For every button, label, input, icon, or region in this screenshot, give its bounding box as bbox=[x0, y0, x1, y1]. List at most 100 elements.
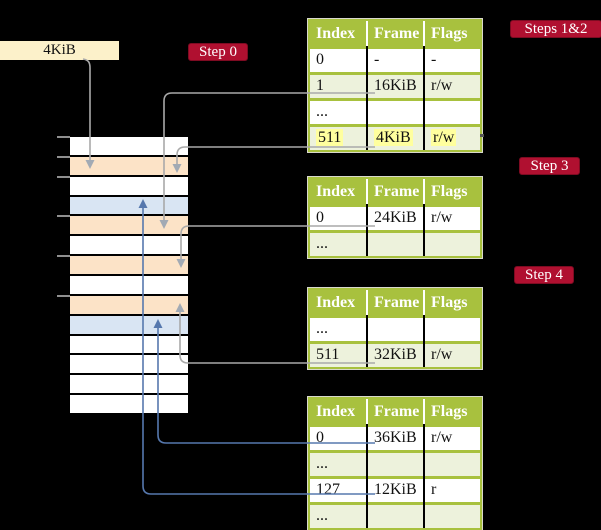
table-row: 0 24KiB r/w bbox=[310, 207, 480, 230]
table-divider bbox=[423, 46, 425, 150]
column-header-flags: Flags bbox=[431, 294, 468, 311]
table-cell: 36KiB bbox=[374, 429, 417, 446]
table-cell: ... bbox=[316, 507, 328, 524]
table-cell: ... bbox=[316, 235, 328, 252]
memory-row bbox=[70, 256, 188, 275]
page-table-step3: Index Frame Flags 0 24KiB r/w ... bbox=[307, 176, 483, 259]
step3-label: Step 3 bbox=[519, 157, 580, 175]
highlighted-value: 4KiB bbox=[374, 129, 413, 146]
frame-size-box: 4KiB bbox=[0, 41, 119, 60]
table-cell: 1 bbox=[316, 77, 324, 94]
table-divider bbox=[366, 204, 368, 256]
column-header-index: Index bbox=[310, 399, 368, 424]
memory-row bbox=[70, 355, 188, 374]
table-header-row: Index Frame Flags bbox=[310, 21, 480, 46]
column-header-index: Index bbox=[310, 21, 368, 46]
highlighted-value: r/w bbox=[431, 129, 457, 146]
column-header-flags: Flags bbox=[431, 25, 468, 42]
memory-row bbox=[70, 156, 188, 175]
table-divider bbox=[423, 315, 425, 367]
table-row: ... bbox=[310, 101, 480, 124]
column-header-flags: Flags bbox=[431, 403, 468, 420]
table-cell: ... bbox=[316, 103, 328, 120]
memory-row bbox=[70, 395, 188, 414]
table-cell bbox=[425, 318, 480, 341]
memory-row bbox=[70, 315, 188, 334]
table-cell: ... bbox=[316, 320, 328, 337]
table-cell bbox=[368, 318, 425, 341]
table-cell: 16KiB bbox=[374, 77, 417, 94]
table-row: 511 4KiB r/w bbox=[310, 127, 480, 150]
table-cell: 0 bbox=[316, 209, 324, 226]
table-divider bbox=[423, 424, 425, 528]
column-header-flags: Flags bbox=[431, 183, 468, 200]
table-row: ... bbox=[310, 453, 480, 476]
table-divider bbox=[366, 315, 368, 367]
table-header-row: Index Frame Flags bbox=[310, 399, 480, 424]
memory-row bbox=[70, 335, 188, 354]
column-header-frame: Frame bbox=[368, 21, 425, 46]
table-row: 1 16KiB r/w bbox=[310, 75, 480, 98]
page-table-step4: Index Frame Flags ... 511 32KiB r/w bbox=[307, 287, 483, 370]
table-cell: r/w bbox=[431, 209, 453, 226]
column-header-frame: Frame bbox=[368, 290, 425, 315]
table-cell bbox=[368, 233, 425, 256]
memory-row bbox=[70, 295, 188, 314]
table-header-row: Index Frame Flags bbox=[310, 179, 480, 204]
table-row: 0 36KiB r/w bbox=[310, 427, 480, 450]
table-edge-mark bbox=[480, 134, 484, 137]
table-cell: r/w bbox=[431, 346, 453, 363]
table-cell: 4KiB bbox=[368, 127, 425, 150]
memory-tick bbox=[57, 215, 70, 217]
table-row: ... bbox=[310, 318, 480, 341]
table-cell: - bbox=[374, 51, 380, 68]
physical-memory-column bbox=[70, 137, 188, 416]
highlighted-value: 511 bbox=[316, 129, 344, 146]
memory-row bbox=[70, 276, 188, 294]
memory-row bbox=[70, 375, 188, 394]
column-header-index: Index bbox=[310, 290, 368, 315]
step4-label: Step 4 bbox=[514, 266, 574, 284]
table-divider bbox=[423, 204, 425, 256]
memory-row bbox=[70, 137, 188, 155]
table-divider bbox=[366, 46, 368, 150]
memory-row bbox=[70, 216, 188, 235]
table-row: ... bbox=[310, 233, 480, 256]
table-cell bbox=[368, 453, 425, 476]
table-cell bbox=[368, 505, 425, 528]
table-divider bbox=[366, 424, 368, 528]
table-cell: 511 bbox=[316, 346, 340, 363]
table-cell bbox=[425, 505, 480, 528]
table-cell: r/w bbox=[431, 77, 453, 94]
column-header-frame: Frame bbox=[368, 179, 425, 204]
table-cell: - bbox=[431, 51, 437, 68]
table-row: 511 32KiB r/w bbox=[310, 344, 480, 367]
memory-tick bbox=[57, 255, 70, 257]
column-header-frame: Frame bbox=[368, 399, 425, 424]
table-cell: r bbox=[431, 481, 437, 498]
table-cell: 127 bbox=[316, 481, 340, 498]
steps12-label: Steps 1&2 bbox=[510, 20, 601, 38]
table-cell: r/w bbox=[425, 127, 480, 150]
column-header-index: Index bbox=[310, 179, 368, 204]
table-cell bbox=[425, 101, 480, 124]
table-cell bbox=[425, 233, 480, 256]
memory-row bbox=[70, 236, 188, 255]
table-header-row: Index Frame Flags bbox=[310, 290, 480, 315]
table-cell: 0 bbox=[316, 429, 324, 446]
table-cell: r/w bbox=[431, 429, 453, 446]
memory-row bbox=[70, 196, 188, 215]
memory-tick bbox=[57, 156, 70, 158]
page-table-final: Index Frame Flags 0 36KiB r/w ... 127 12… bbox=[307, 396, 483, 530]
table-cell bbox=[368, 101, 425, 124]
table-row: 0 - - bbox=[310, 49, 480, 72]
table-cell: 32KiB bbox=[374, 346, 417, 363]
table-cell: 0 bbox=[316, 51, 324, 68]
table-cell bbox=[425, 453, 480, 476]
table-cell: 12KiB bbox=[374, 481, 417, 498]
memory-tick bbox=[57, 176, 70, 178]
step0-label: Step 0 bbox=[188, 43, 248, 61]
table-row: 127 12KiB r bbox=[310, 479, 480, 502]
memory-tick bbox=[57, 295, 70, 297]
